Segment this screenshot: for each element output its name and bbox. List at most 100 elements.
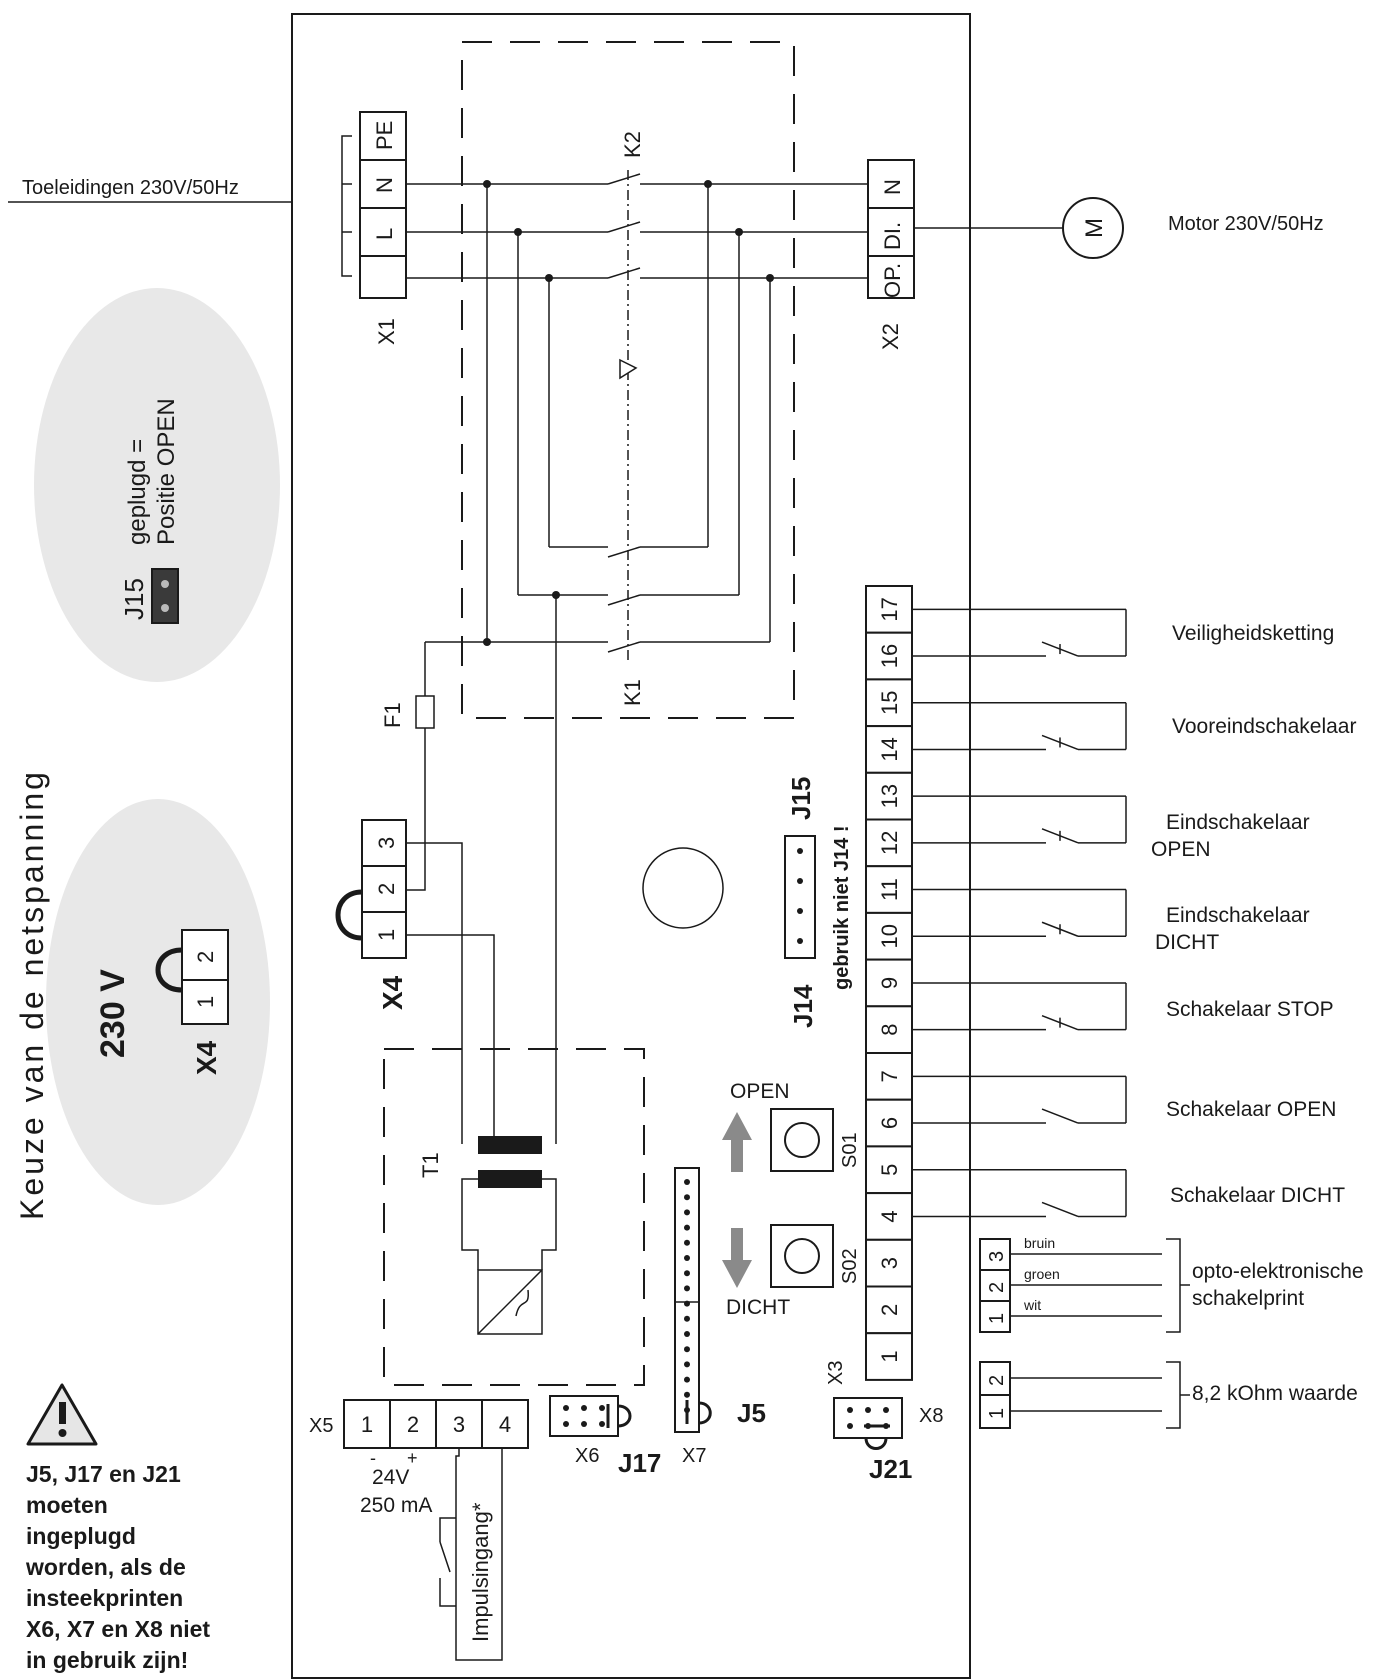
x3-terminal-12 [865,818,913,868]
motor-label: Motor 230V/50Hz [1168,213,1324,235]
power-wires [406,170,868,1144]
x7-pin [684,1361,690,1368]
x5-terminal-4: 4 [499,1412,511,1437]
x3-terminal-number: 12 [877,831,902,855]
s01-button[interactable] [770,1108,834,1172]
x3-terminal-number: 7 [877,1070,902,1082]
x7-pin [684,1376,690,1383]
motor-symbol [1062,197,1124,259]
x3-terminal-number: 9 [877,977,902,989]
opto-connector [979,1238,1190,1333]
x7-pin [684,1391,690,1398]
wire-junctions [483,180,774,646]
x3-terminal-9 [865,958,913,1008]
contact-label-eindschakelaar-dicht-2: DICHT [1155,931,1219,954]
transformer-label: T1 [418,1152,443,1178]
dicht-button-caption: DICHT [726,1296,790,1319]
x7-pin [684,1315,690,1322]
x7-pin [684,1255,690,1261]
supply-label: Toeleidingen 230V/50Hz [22,177,239,199]
k1-relay-label: K1 [620,679,645,706]
x3-terminal-number: 17 [877,597,902,621]
contact-label-vooreindschakelaar: Vooreindschakelaar [1172,715,1356,738]
x5-current: 250 mA [360,1494,432,1517]
contact-label-eindschakelaar-open-2: OPEN [1151,838,1211,861]
contact-wiring [912,608,1127,1218]
x6-j17-header [549,1395,632,1437]
contact-label-eindschakelaar-dicht: Eindschakelaar [1166,904,1310,927]
transformer-t1 [461,1136,557,1335]
x3-label: X3 [825,1361,847,1385]
x3-terminal-15 [865,678,913,728]
opto-pin-3: 3 [986,1251,1008,1262]
arrow-down-icon [722,1228,752,1288]
x4-label: X4 [377,975,408,1010]
x3-terminal-number: 15 [877,691,902,715]
x7-pin [684,1179,690,1185]
opto-wire-bruin: bruin [1024,1235,1055,1251]
opto-label-line1: opto-elektronische [1192,1260,1364,1283]
s01-label: S01 [839,1132,861,1168]
x3-terminal-number: 3 [877,1257,902,1269]
x8-label: X8 [919,1405,943,1427]
j15-header-label: J15 [786,777,816,820]
j15-jumper-icon [151,568,179,624]
transformer-dashed-box [383,1048,645,1386]
voltage-choice-heading: Keuze van de netspanning [14,769,50,1220]
motor-symbol-letter: M [1081,218,1108,238]
x5-terminal-2: 2 [407,1412,419,1437]
j14-warning-note: gebruik niet J14 ! [831,826,853,991]
x7-j5-header [674,1167,712,1433]
warning-icon [26,1383,98,1446]
contact-wire [1041,1201,1079,1218]
x7-pin [684,1209,690,1216]
x7-pin [684,1224,690,1231]
j15-desc-line2: Positie OPEN [153,398,180,545]
voltage-choice-bubble [46,799,270,1205]
x5-terminal-1: 1 [361,1412,373,1437]
board-mounting-circle [642,847,724,929]
impulse-input-label: Impulsingang* [468,1502,493,1642]
relay-dashed-box [461,41,795,719]
s02-button[interactable] [770,1224,834,1288]
control-board [291,13,971,1679]
x3-terminal-number: 11 [877,878,902,901]
x7-label: X7 [682,1445,706,1467]
impulse-input [439,1448,503,1661]
k2-relay-label: K2 [620,131,645,158]
x5-voltage: 24V [372,1466,409,1489]
x3-terminal-number: 1 [877,1350,902,1362]
contact-label-eindschakelaar-open: Eindschakelaar [1166,811,1310,834]
x4-pin-2: 2 [374,883,399,895]
x3-terminal-number: 5 [877,1164,902,1176]
fuse-f1 [415,695,435,729]
opto-pin-2: 2 [986,1282,1008,1293]
x1-terminal-block [341,111,407,299]
x5-label: X5 [309,1415,333,1437]
x3-terminal-number: 14 [877,737,902,761]
x7-pin [684,1407,690,1413]
x7-pin [684,1270,690,1277]
x2-terminal-op: OP. [880,263,905,298]
x4-pin-1: 1 [374,929,399,941]
open-button-caption: OPEN [730,1080,790,1103]
voltage-value: 230 V [94,969,132,1058]
x7-pin [684,1300,690,1307]
x5-terminal-3: 3 [453,1412,465,1437]
opto-pin-1: 1 [986,1313,1008,1324]
x3-terminal-11 [865,865,913,914]
x5-minus: - [370,1448,376,1468]
fuse-label: F1 [380,702,405,728]
x2-label: X2 [878,323,903,350]
resistor-pin-1: 1 [986,1408,1008,1419]
j14-j15-header [784,835,816,959]
voltage-pin-2: 2 [193,951,218,963]
x7-pin [684,1285,690,1292]
x3-terminal-number: 13 [877,784,902,808]
x3-terminal-number: 16 [877,644,902,668]
voltage-connector [155,929,229,1025]
opto-wire-wit: wit [1023,1297,1041,1313]
voltage-pin-1: 1 [193,996,218,1008]
x3-terminal-number: 4 [877,1210,902,1222]
